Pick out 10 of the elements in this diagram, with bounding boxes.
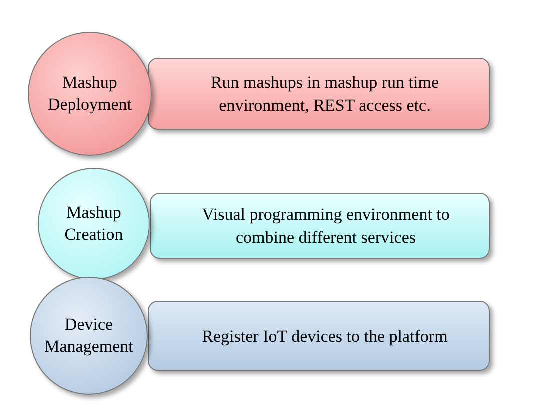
stage-label: Mashup Deployment xyxy=(46,72,134,116)
description-panel xyxy=(148,58,490,130)
description-panel xyxy=(150,193,490,259)
description-text: Visual programming environment to combine different services xyxy=(201,204,451,249)
description-text: Register IoT devices to the platform xyxy=(202,326,448,348)
circle xyxy=(30,277,148,395)
stage-label: Device Management xyxy=(44,314,134,358)
stage-label: Mashup Creation xyxy=(64,202,124,246)
description-text: Run mashups in mashup run time environment, REST access etc. xyxy=(210,72,440,117)
description-panel xyxy=(148,301,490,371)
